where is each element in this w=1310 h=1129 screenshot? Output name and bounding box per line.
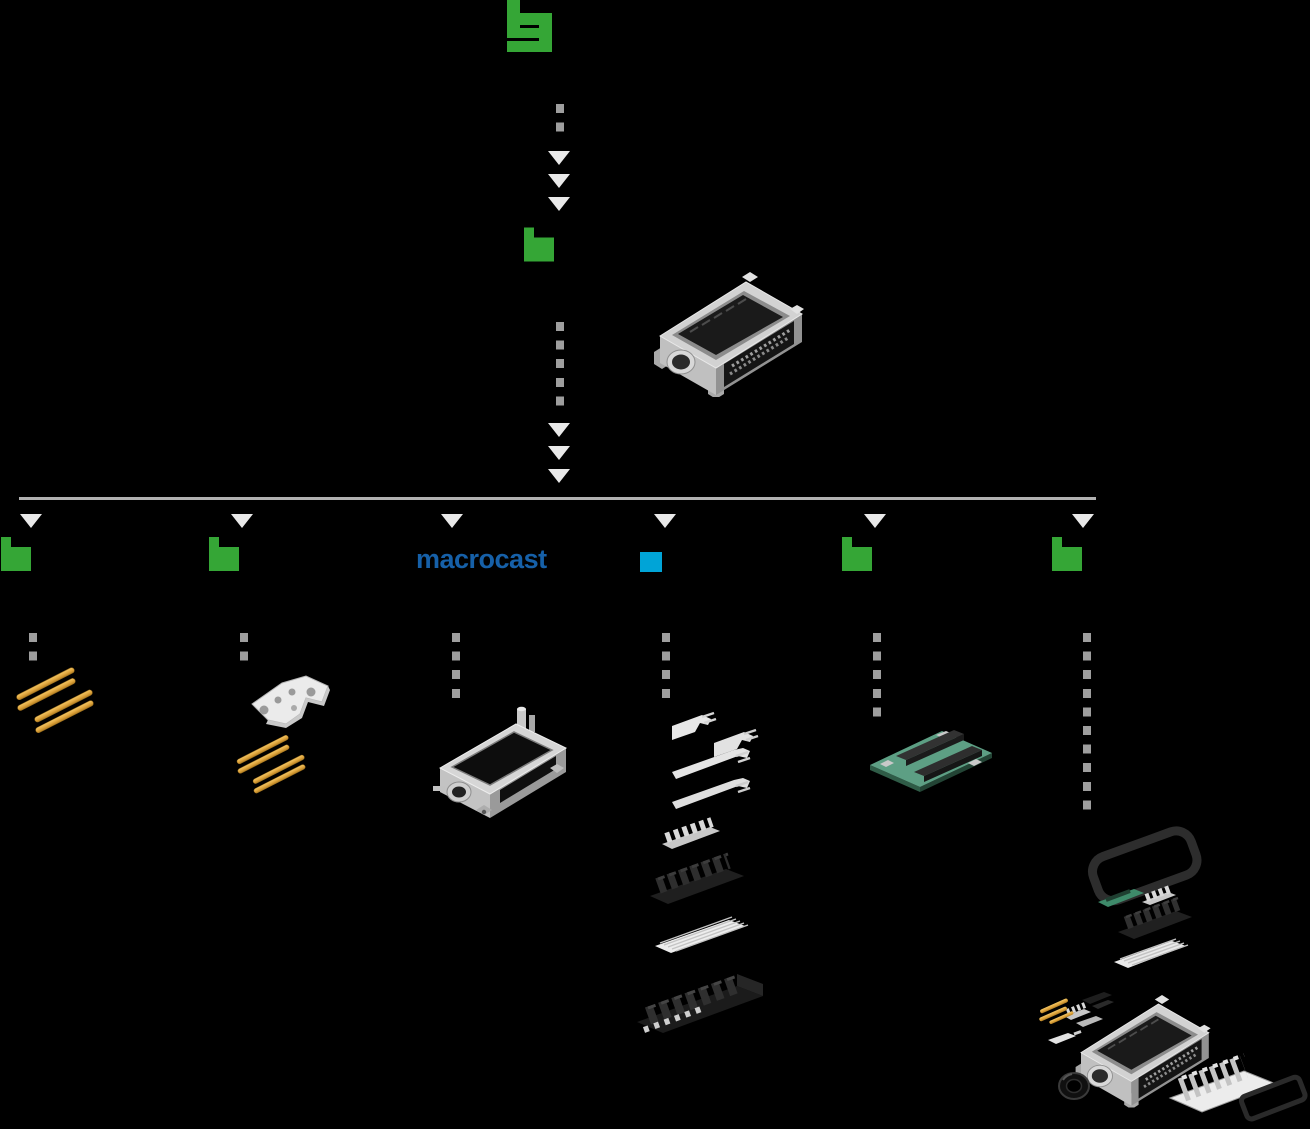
branch-arrow-2 (231, 514, 253, 528)
green-flag-logo-branch-5 (842, 537, 872, 571)
macrocast-logo: macrocast (416, 544, 547, 574)
branch-arrow-3 (441, 514, 463, 528)
product-pcb-connector (870, 730, 992, 792)
flow-arrow (548, 446, 570, 460)
dashed-connector-mid (556, 322, 564, 406)
product-exploded-assembly (1030, 820, 1310, 1128)
product-connector-housing (652, 270, 806, 397)
product-exploded-stamped-stack (632, 700, 782, 1045)
product-die-cast-frame (432, 706, 567, 819)
branch-arrow-6 (1072, 514, 1094, 528)
product-gold-contact-pins-2 (236, 732, 308, 796)
dashed-connector-branch-1 (29, 633, 37, 661)
cyan-square-logo-branch-4 (640, 552, 662, 572)
green-flag-logo-branch-6 (1052, 537, 1082, 571)
flow-arrow (548, 197, 570, 211)
product-gold-contact-pins (16, 664, 96, 736)
branch-arrow-1 (20, 514, 42, 528)
dashed-connector-branch-6 (1083, 633, 1091, 810)
flow-arrow (548, 151, 570, 165)
company-logo-green-b (507, 0, 552, 52)
green-flag-logo-branch-1 (1, 537, 31, 571)
dashed-connector-branch-4 (662, 633, 670, 698)
dashed-connector-branch-3 (452, 633, 460, 698)
dashed-connector-root (556, 104, 564, 132)
green-flag-logo-intermediate (524, 227, 554, 262)
dashed-connector-branch-5 (873, 633, 881, 717)
branch-arrow-5 (864, 514, 886, 528)
branch-arrow-4 (654, 514, 676, 528)
flow-arrow (548, 174, 570, 188)
flow-arrow (548, 469, 570, 483)
green-flag-logo-branch-2 (209, 537, 239, 571)
dashed-connector-branch-2 (240, 633, 248, 661)
split-line (19, 497, 1096, 500)
flow-arrow (548, 423, 570, 437)
product-stamped-bracket (251, 675, 331, 729)
